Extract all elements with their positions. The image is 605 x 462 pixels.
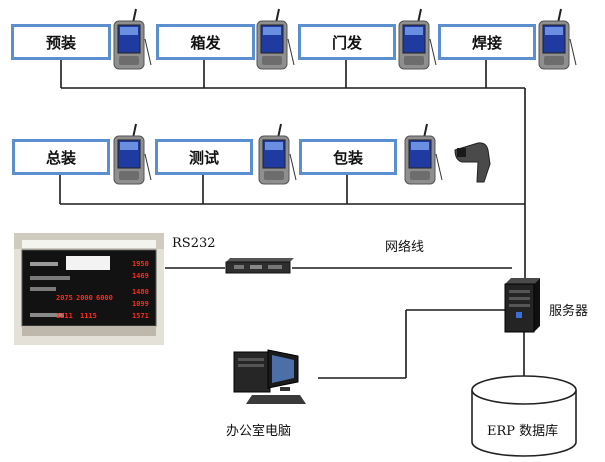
- server-icon: [504, 278, 540, 333]
- station-box: 焊接: [438, 24, 536, 60]
- station-box: 总装: [12, 139, 110, 175]
- terminal-icon: [258, 123, 297, 185]
- led-readout: 1115: [80, 312, 97, 320]
- terminal-icon: [404, 123, 443, 185]
- terminal-icon: [538, 8, 577, 70]
- erp-database-label: ERP 数据库: [487, 424, 559, 439]
- office-pc-icon: [233, 349, 306, 404]
- rs232-converter-icon: [225, 258, 294, 274]
- led-display-board: 1950 1469 2075 2000 6000 1480 1099 1211 …: [14, 233, 164, 345]
- led-readout: 2075: [56, 294, 73, 302]
- led-readout: 1211: [56, 312, 73, 320]
- led-readout: 1469: [132, 272, 149, 280]
- terminal-icon: [113, 8, 152, 70]
- terminal-icon: [398, 8, 437, 70]
- station-box: 门发: [298, 24, 396, 60]
- led-readout: 2000: [76, 294, 93, 302]
- station-box: 箱发: [156, 24, 255, 60]
- network-cable-label: 网络线: [385, 240, 425, 255]
- led-readout: 1099: [132, 300, 149, 308]
- station-box: 预装: [11, 24, 111, 60]
- terminal-icon: [113, 123, 152, 185]
- server-label: 服务器: [549, 304, 589, 319]
- rs232-label: RS232: [172, 236, 216, 251]
- station-box: 测试: [155, 139, 253, 175]
- terminal-icon: [256, 8, 295, 70]
- office-pc-label: 办公室电脑: [226, 424, 292, 439]
- erp-database-icon: [471, 375, 577, 457]
- station-box: 包装: [299, 139, 397, 175]
- network-lines: [59, 60, 526, 385]
- led-readout: 1571: [132, 312, 149, 320]
- led-readout: 6000: [96, 294, 113, 302]
- led-readout: 1480: [132, 288, 149, 296]
- barcode-scanner-icon: [454, 142, 491, 183]
- led-readout: 1950: [132, 260, 149, 268]
